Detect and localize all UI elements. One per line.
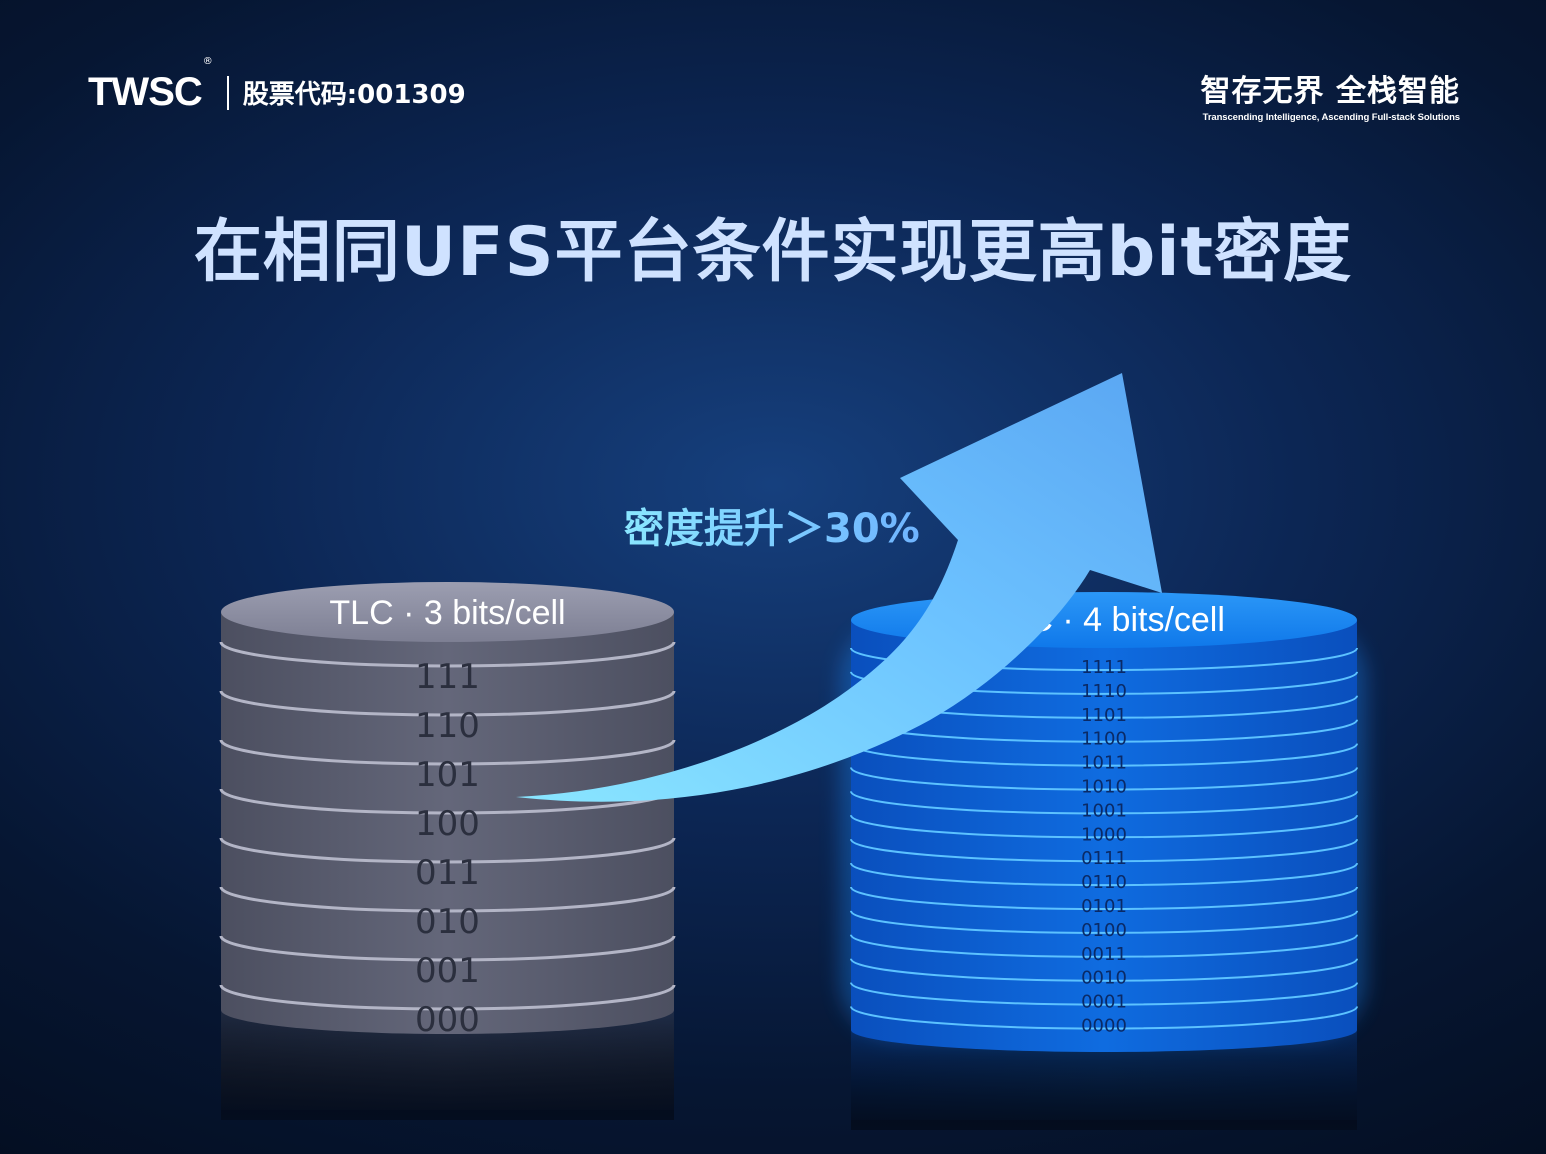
- tlc-title: TLC · 3 bits/cell: [329, 594, 565, 632]
- slogan: 智存无界 全栈智能: [1200, 74, 1460, 109]
- tlc-state-label: 001: [415, 951, 480, 991]
- qlc-stack: QLC · 4 bits/cell 1111111011011100101110…: [840, 592, 1366, 1130]
- qlc-layer-ring: [850, 886, 1358, 910]
- qlc-layer-ring: [850, 862, 1358, 887]
- qlc-layer-ring: [850, 910, 1358, 934]
- qlc-layer-ring: [850, 982, 1358, 1006]
- qlc-layer-ring: [850, 1006, 1358, 1030]
- tlc-state-label: 010: [415, 902, 480, 942]
- qlc-state-label: 0011: [1081, 944, 1127, 965]
- qlc-layer-ring: [850, 791, 1358, 815]
- qlc-state-label: 1110: [1081, 681, 1127, 702]
- qlc-layer-ring: [850, 958, 1358, 982]
- tlc-body: [221, 612, 674, 1034]
- qlc-state-label: 1100: [1081, 729, 1127, 750]
- qlc-state-label: 1101: [1081, 705, 1127, 726]
- qlc-state-label: 0110: [1081, 872, 1127, 893]
- qlc-state-label: 0100: [1081, 920, 1127, 941]
- qlc-layer-ring: [850, 838, 1358, 863]
- density-boost-label: 密度提升＞30%: [624, 506, 920, 552]
- qlc-layer-ring: [850, 934, 1358, 958]
- qlc-state-label: 0101: [1081, 896, 1127, 917]
- tlc-layer-ring: [219, 984, 676, 1011]
- page-title: 在相同UFS平台条件实现更高bit密度: [193, 213, 1353, 292]
- tlc-state-label: 111: [415, 657, 480, 697]
- stock-code: 股票代码:001309: [242, 80, 466, 110]
- header-divider: [226, 75, 229, 110]
- qlc-state-label: 1111: [1081, 657, 1127, 678]
- tlc-top-face: [221, 582, 674, 642]
- qlc-layer-ring: [850, 815, 1358, 839]
- header-left: TWSC ® 股票代码:001309: [88, 56, 466, 115]
- qlc-body: [851, 620, 1357, 1052]
- qlc-state-label: 0000: [1081, 1016, 1127, 1037]
- company-logo: TWSC ®: [88, 56, 213, 115]
- growth-arrow-icon: [516, 373, 1162, 802]
- tlc-layer-ring: [219, 935, 676, 962]
- qlc-state-label: 1000: [1081, 824, 1127, 845]
- qlc-state-label: 0111: [1081, 848, 1127, 869]
- registered-mark: ®: [202, 56, 213, 67]
- tlc-state-label: 110: [415, 706, 480, 746]
- tlc-layer-ring: [219, 886, 676, 913]
- tlc-layer-ring: [219, 739, 676, 766]
- tlc-layer-ring: [219, 837, 676, 864]
- tlc-state-label: 100: [415, 804, 480, 844]
- tlc-state-label: 011: [415, 853, 480, 893]
- qlc-state-label: 1001: [1081, 800, 1127, 821]
- tlc-state-labels: 111 110 101 100 011 010 001 000: [415, 657, 480, 1040]
- qlc-state-label: 0010: [1081, 968, 1127, 989]
- header-right: 智存无界 全栈智能 Transcending Intelligence, Asc…: [1200, 66, 1461, 123]
- slogan-english: Transcending Intelligence, Ascending Ful…: [1202, 112, 1460, 123]
- logo-text: TWSC: [88, 70, 203, 114]
- tlc-state-label: 000: [415, 1000, 480, 1040]
- qlc-layer-ring: [850, 647, 1358, 671]
- tlc-state-label: 101: [415, 755, 480, 795]
- qlc-layer-ring: [850, 743, 1358, 767]
- qlc-state-label: 1010: [1081, 777, 1127, 798]
- tlc-layer-ring: [219, 641, 676, 668]
- tlc-layer-ring: [219, 690, 676, 717]
- qlc-state-label: 0001: [1081, 992, 1127, 1013]
- qlc-layer-ring: [850, 767, 1358, 791]
- tlc-stack: TLC · 3 bits/cell 111 110 101 100 011 010 001 0…: [219, 582, 676, 1120]
- qlc-state-label: 1011: [1081, 753, 1127, 774]
